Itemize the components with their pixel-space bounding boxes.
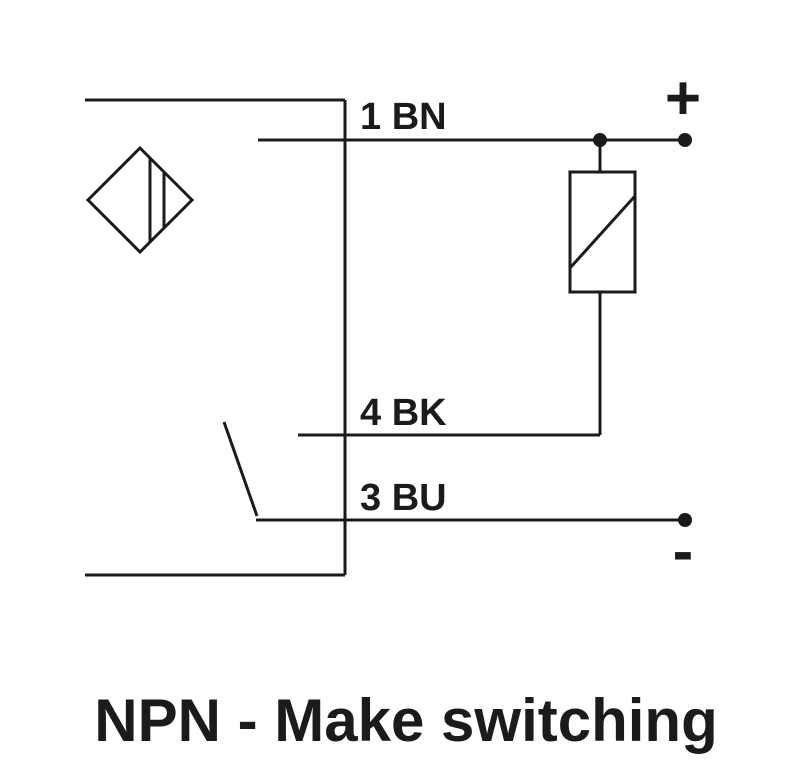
diagram-title: NPN - Make switching — [94, 687, 717, 754]
wire-label-3-bu: 3 BU — [360, 477, 447, 519]
positive-terminal-symbol: + — [665, 64, 701, 133]
negative-terminal-symbol: - — [673, 517, 694, 586]
positive-terminal-dot — [678, 133, 692, 147]
load-symbol-box — [568, 170, 637, 294]
wire-label-1-bn: 1 BN — [360, 96, 447, 138]
load-symbol-diagonal — [568, 194, 637, 270]
make-contact-switch-arm — [222, 421, 259, 517]
proximity-sensor-diamond-icon — [85, 145, 195, 255]
wire-label-4-bk: 4 BK — [360, 392, 447, 434]
negative-terminal-dot — [678, 513, 692, 527]
